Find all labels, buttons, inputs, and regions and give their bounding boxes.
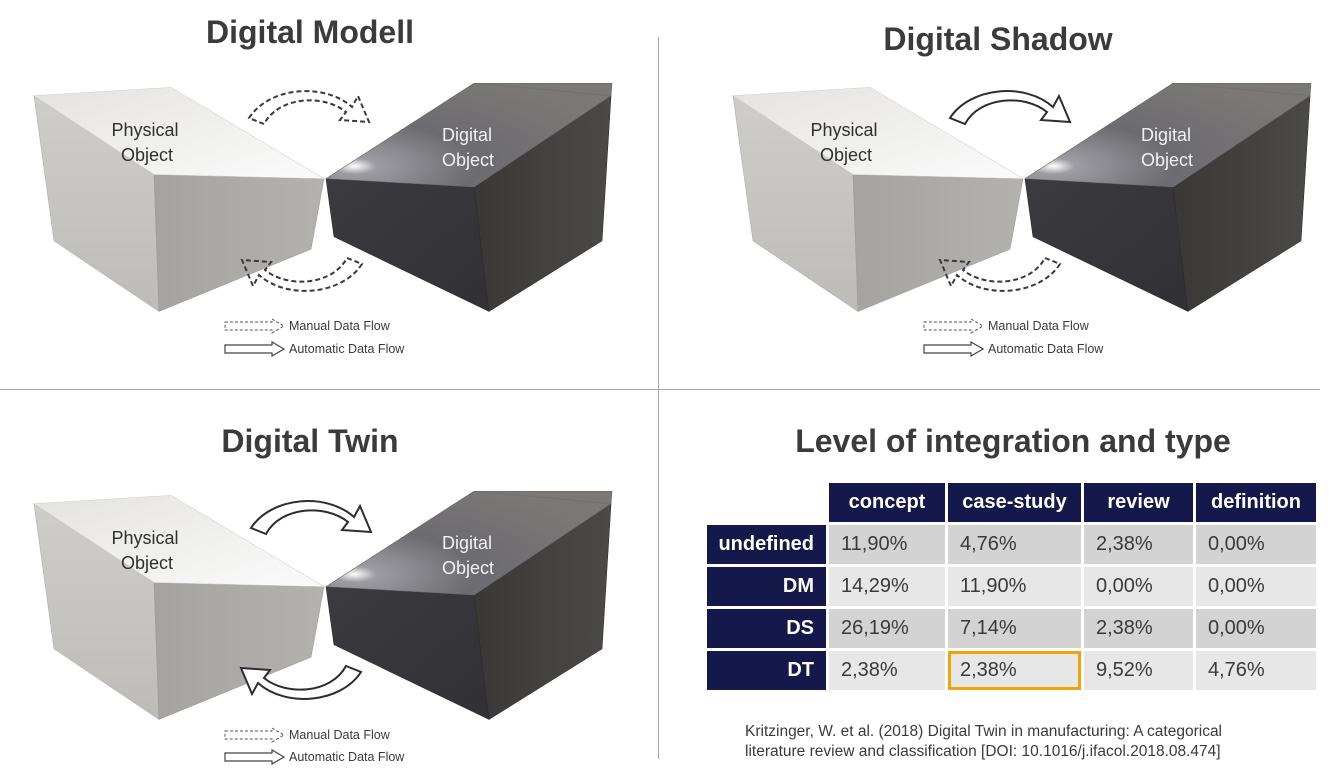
digital-object-box (325, 82, 613, 312)
table-row: DS 26,19% 7,14% 2,38% 0,00% (707, 609, 1316, 648)
digital-twin-scene: Physical Object Digital Object (33, 490, 613, 720)
panel-title-integration-table: Level of integration and type (795, 423, 1231, 459)
table-cell: 4,76% (948, 525, 1081, 564)
physical-object-label-line2: Object (820, 145, 872, 165)
legend-manual-label: Manual Data Flow (988, 319, 1089, 333)
table-cell: 14,29% (829, 567, 945, 606)
column-header: case-study (948, 483, 1081, 522)
row-header: undefined (707, 525, 826, 564)
automatic-flow-legend-icon (224, 749, 286, 765)
physical-object-label-line1: Physical (111, 120, 178, 140)
table-cell: 2,38% (829, 651, 945, 690)
row-header: DS (707, 609, 826, 648)
physical-object-label-line2: Object (121, 145, 173, 165)
panel-title-digital-modell: Digital Modell (206, 14, 414, 50)
physical-object-label-line1: Physical (810, 120, 877, 140)
column-header: definition (1196, 483, 1316, 522)
legend-automatic-label: Automatic Data Flow (289, 750, 405, 764)
legend-manual-label: Manual Data Flow (289, 728, 390, 742)
legend-digital-twin: Manual Data Flow Automatic Data Flow (224, 725, 464, 771)
physical-object-label-line1: Physical (111, 528, 178, 548)
physical-object-box (732, 87, 1024, 312)
table-row: DT 2,38% 2,38% 9,52% 4,76% (707, 651, 1316, 690)
manual-flow-legend-icon (923, 318, 984, 334)
table-cell: 26,19% (829, 609, 945, 648)
table-cell: 0,00% (1196, 525, 1316, 564)
column-header: review (1084, 483, 1193, 522)
legend-manual-row: Manual Data Flow (224, 725, 390, 745)
row-header: DT (707, 651, 826, 690)
highlighted-table-cell: 2,38% (948, 651, 1081, 690)
table-row: DM 14,29% 11,90% 0,00% 0,00% (707, 567, 1316, 606)
table-corner (707, 483, 826, 522)
table-cell: 2,38% (1084, 525, 1193, 564)
table-cell: 9,52% (1084, 651, 1193, 690)
manual-flow-legend-icon (224, 727, 285, 743)
automatic-flow-arrow-bottom (240, 665, 362, 700)
citation-line-1: Kritzinger, W. et al. (2018) Digital Twi… (745, 723, 1223, 740)
table-cell: 2,38% (1084, 609, 1193, 648)
manual-flow-arrow-top (248, 90, 370, 125)
vertical-divider (658, 37, 659, 759)
table-cell: 0,00% (1196, 567, 1316, 606)
table-row: undefined 11,90% 4,76% 2,38% 0,00% (707, 525, 1316, 564)
legend-manual-row: Manual Data Flow (923, 316, 1089, 336)
panel-title-digital-twin: Digital Twin (221, 423, 399, 459)
horizontal-divider (0, 389, 1320, 390)
digital-object-label-line2: Object (442, 558, 494, 578)
panel-title-digital-shadow: Digital Shadow (883, 21, 1113, 57)
digital-object-label-line2: Object (442, 150, 494, 170)
manual-flow-legend-icon (224, 318, 285, 334)
table-header-row: concept case-study review definition (707, 483, 1316, 522)
table-cell: 4,76% (1196, 651, 1316, 690)
legend-automatic-row: Automatic Data Flow (224, 747, 404, 767)
legend-manual-row: Manual Data Flow (224, 316, 390, 336)
digital-modell-scene: Physical Object Digital Object (33, 82, 613, 312)
table-cell: 0,00% (1084, 567, 1193, 606)
automatic-flow-arrow-top (250, 500, 372, 535)
automatic-flow-arrow-top (949, 90, 1071, 125)
table-cell: 11,90% (948, 567, 1081, 606)
digital-object-label-line2: Object (1141, 150, 1193, 170)
legend-digital-shadow: Manual Data Flow Automatic Data Flow (923, 316, 1163, 364)
citation: Kritzinger, W. et al. (2018) Digital Twi… (745, 722, 1222, 762)
automatic-flow-legend-icon (224, 341, 286, 357)
table-cell: 7,14% (948, 609, 1081, 648)
table-cell: 11,90% (829, 525, 945, 564)
legend-automatic-label: Automatic Data Flow (988, 342, 1104, 356)
legend-automatic-label: Automatic Data Flow (289, 342, 405, 356)
integration-type-table: concept case-study review definition und… (704, 480, 1319, 693)
row-header: DM (707, 567, 826, 606)
digital-object-label-line1: Digital (442, 125, 492, 145)
digital-shadow-scene: Physical Object Digital Object (732, 82, 1312, 312)
automatic-flow-legend-icon (923, 341, 985, 357)
digital-object-label-line1: Digital (442, 533, 492, 553)
citation-line-2: literature review and classification [DO… (745, 743, 1221, 760)
column-header: concept (829, 483, 945, 522)
physical-object-label-line2: Object (121, 553, 173, 573)
table-cell: 0,00% (1196, 609, 1316, 648)
digital-object-label-line1: Digital (1141, 125, 1191, 145)
legend-automatic-row: Automatic Data Flow (923, 339, 1103, 359)
legend-digital-modell: Manual Data Flow Automatic Data Flow (224, 316, 464, 364)
legend-automatic-row: Automatic Data Flow (224, 339, 404, 359)
legend-manual-label: Manual Data Flow (289, 319, 390, 333)
